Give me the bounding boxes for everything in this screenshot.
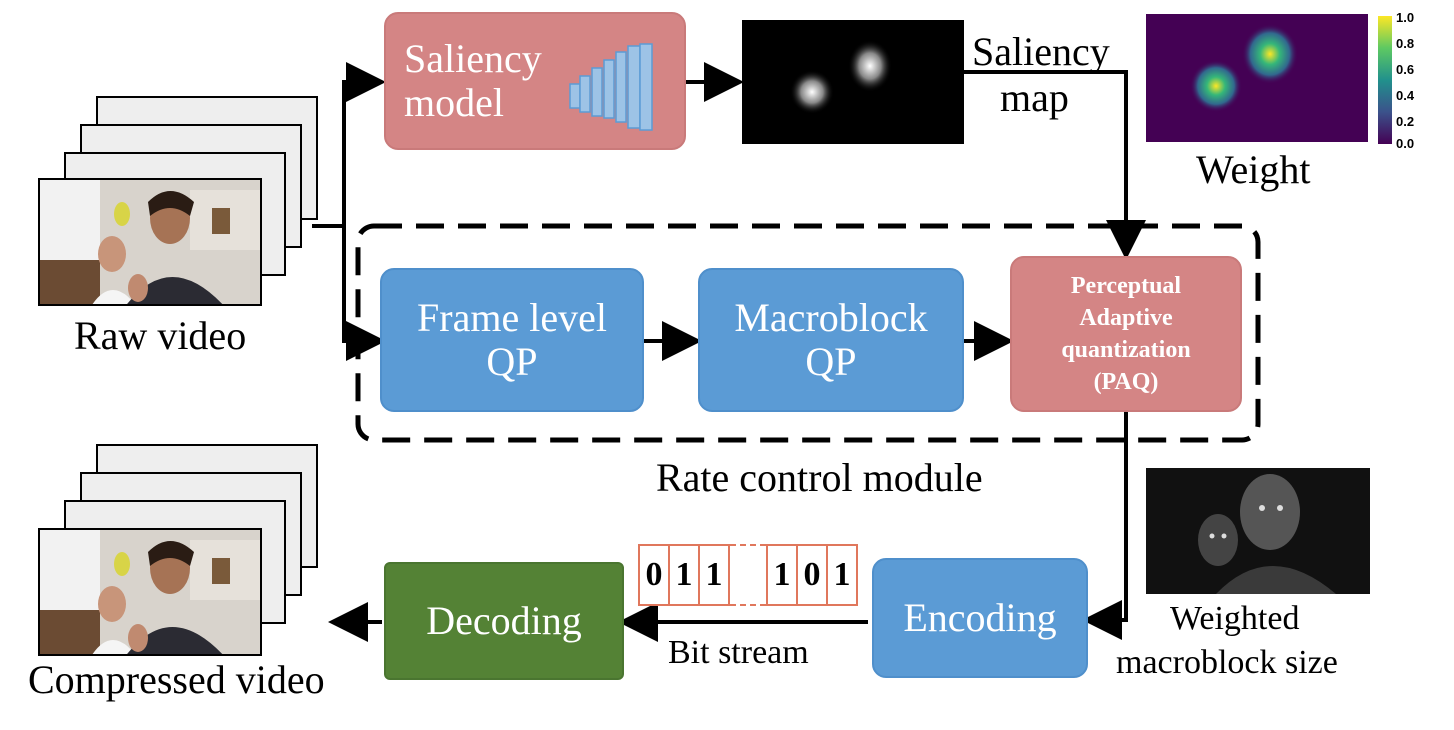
bit-cell: 0 (796, 544, 828, 606)
saliency-map-image (742, 20, 964, 144)
frame-qp-label-1: Frame level (417, 295, 607, 340)
encoding-label: Encoding (903, 595, 1057, 640)
frame-qp-label-2: QP (486, 339, 538, 384)
saliency-model-label-1: Saliency (404, 36, 542, 81)
encoding-box: Encoding (872, 558, 1088, 678)
colorbar-tick: 0.2 (1396, 114, 1415, 129)
bit-cell: 1 (698, 544, 730, 606)
decoding-box: Decoding (384, 562, 624, 680)
bit-cell: 0 (638, 544, 670, 606)
paq-label-3: quantization (1061, 337, 1191, 363)
macroblock-qp-label-2: QP (805, 339, 857, 384)
decoding-label: Decoding (426, 598, 582, 643)
paq-label-2: Adaptive (1079, 305, 1173, 331)
colorbar-ticks: 1.0 0.8 0.6 0.4 0.2 0.0 (1396, 10, 1436, 151)
paq-label-1: Perceptual (1070, 273, 1182, 299)
weighted-macroblock-image (1146, 468, 1370, 594)
colorbar-tick: 0.6 (1396, 62, 1415, 77)
saliency-map-label-1: Saliency (972, 29, 1110, 74)
bit-stream: 0 1 1 1 0 1 (638, 544, 858, 606)
bit-gap (730, 544, 766, 606)
weight-label: Weight (1196, 147, 1311, 192)
bit-cell: 1 (766, 544, 798, 606)
saliency-model-box: Saliency model (384, 12, 686, 150)
paq-box: Perceptual Adaptive quantization (PAQ) (1010, 256, 1242, 412)
cnn-layers-icon (569, 43, 653, 131)
video-frame (38, 528, 262, 656)
frame-level-qp-box: Frame level QP (380, 268, 644, 412)
rate-control-label: Rate control module (656, 455, 983, 500)
bit-cell: 1 (826, 544, 858, 606)
saliency-model-label-2: model (404, 80, 504, 125)
weight-heatmap (1146, 14, 1368, 142)
raw-video-label: Raw video (74, 313, 247, 358)
video-frame (38, 178, 262, 306)
macroblock-qp-box: Macroblock QP (698, 268, 964, 412)
colorbar (1378, 16, 1392, 144)
macroblock-qp-label-1: Macroblock (734, 295, 928, 340)
colorbar-tick: 0.8 (1396, 36, 1415, 51)
colorbar-tick: 0.4 (1396, 88, 1415, 103)
bit-stream-label: Bit stream (668, 634, 809, 671)
bit-cell: 1 (668, 544, 700, 606)
weighted-macroblock-label-2: macroblock size (1116, 644, 1338, 681)
colorbar-tick: 1.0 (1396, 10, 1415, 25)
paq-label-4: (PAQ) (1093, 369, 1159, 395)
saliency-map-label-2: map (1000, 75, 1069, 120)
weighted-macroblock-label-1: Weighted (1170, 600, 1300, 637)
colorbar-tick: 0.0 (1396, 136, 1415, 151)
compressed-video-label: Compressed video (28, 657, 325, 702)
